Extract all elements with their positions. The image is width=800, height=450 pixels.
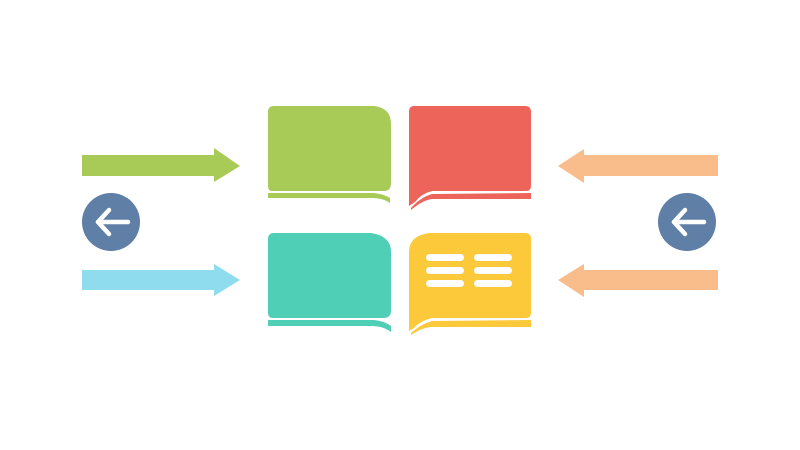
block-red-page bbox=[411, 193, 531, 210]
block-red bbox=[409, 106, 531, 210]
block-teal bbox=[268, 233, 391, 332]
block-teal-body bbox=[268, 233, 391, 318]
block-green bbox=[268, 106, 391, 203]
right-circle-button[interactable] bbox=[658, 193, 716, 251]
block-green-body bbox=[268, 106, 391, 191]
block-teal-page bbox=[268, 320, 391, 332]
arrow-left-top bbox=[82, 148, 240, 182]
left-circle-button[interactable] bbox=[82, 193, 140, 251]
arrow-right-bottom-shape bbox=[558, 264, 718, 297]
block-green-page bbox=[268, 193, 390, 203]
text-lines-icon bbox=[426, 254, 512, 287]
arrow-left-icon bbox=[95, 207, 131, 237]
block-red-body bbox=[409, 106, 531, 206]
arrow-left-bottom bbox=[82, 264, 240, 296]
arrow-left-top-shape bbox=[82, 148, 240, 182]
block-yellow-page bbox=[411, 320, 531, 335]
arrow-left-bottom-shape bbox=[82, 264, 240, 296]
arrow-right-top-shape bbox=[558, 149, 718, 183]
block-yellow bbox=[409, 233, 531, 335]
arrow-right-bottom bbox=[558, 264, 718, 297]
arrow-left-icon bbox=[671, 207, 707, 237]
arrow-right-top bbox=[558, 149, 718, 183]
